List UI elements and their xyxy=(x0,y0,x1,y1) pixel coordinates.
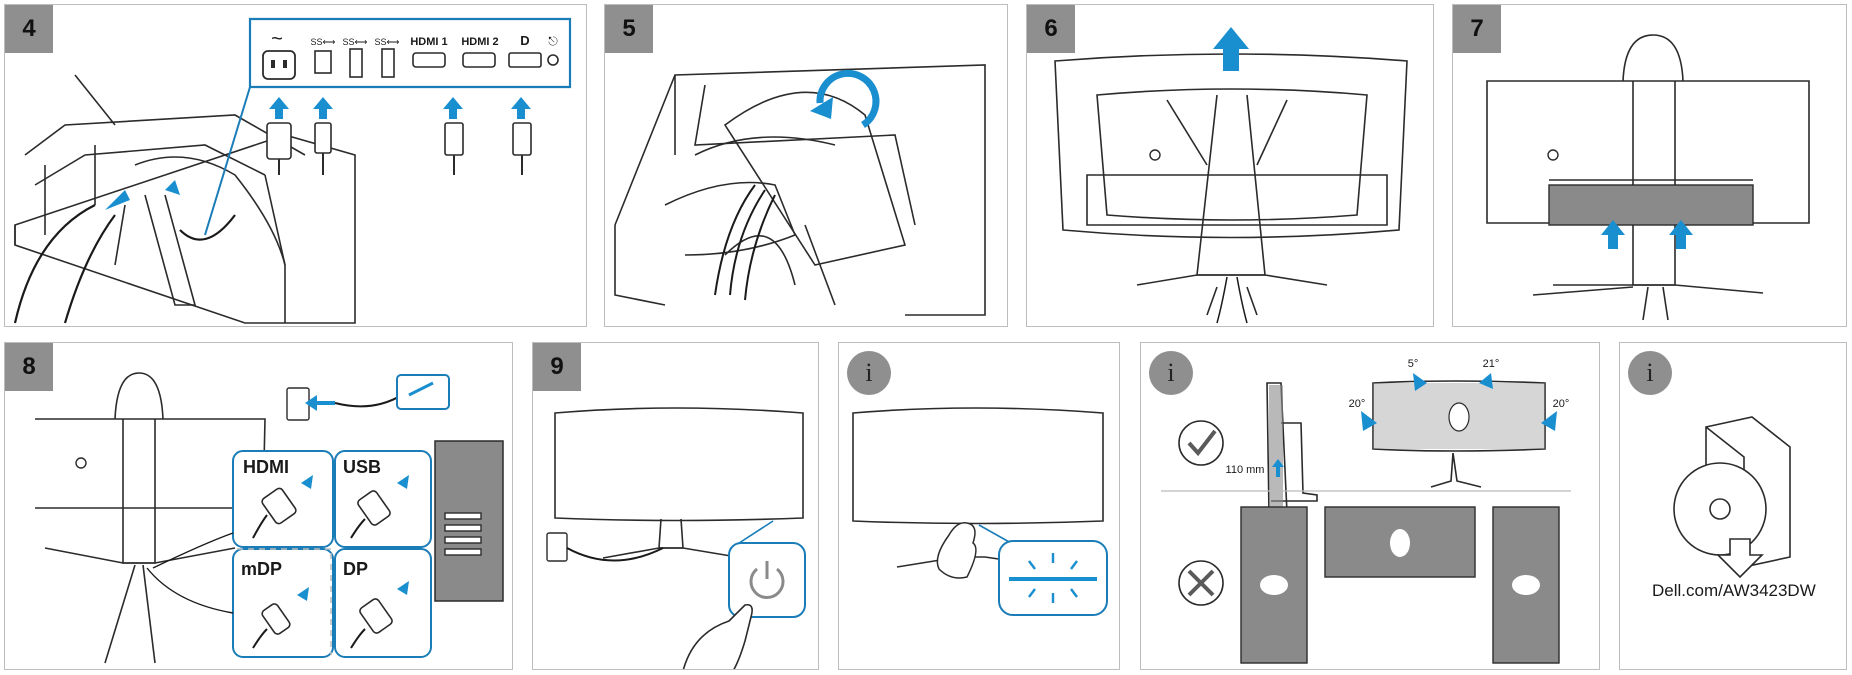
step-number-badge: 7 xyxy=(1453,5,1501,53)
insert-arrows xyxy=(269,97,531,119)
step-5-panel: 5 xyxy=(604,4,1008,327)
svg-text:SS⟷: SS⟷ xyxy=(375,37,400,47)
hdmi1-port-label: HDMI 1 xyxy=(410,36,447,48)
power-button-callout xyxy=(728,542,806,618)
step-number-badge: 8 xyxy=(5,343,53,391)
finger-press-icon xyxy=(682,603,753,669)
swivel-left-label: 20° xyxy=(1349,398,1366,410)
svg-text:SS⟷: SS⟷ xyxy=(311,37,336,47)
adjustment-illustration: 110 mm 5° 21° 20° 20° xyxy=(1161,358,1571,664)
support-url[interactable]: Dell.com/AW3423DW xyxy=(1652,581,1816,601)
step-4-panel: 4 ~ xyxy=(4,4,587,327)
info-adjust-panel: i 110 mm 5° 21° 20° 20° xyxy=(1140,342,1600,670)
dp-connector-label: DP xyxy=(343,559,368,579)
rotate-arrow-icon xyxy=(816,69,880,128)
wall-outlet-icon xyxy=(546,532,568,562)
alienware-logo-icon xyxy=(1547,149,1559,161)
step-9-illustration xyxy=(546,407,806,669)
tilt-down-label: 5° xyxy=(1408,358,1419,370)
alienware-logo-icon xyxy=(1149,149,1161,161)
step-number-badge: 5 xyxy=(605,5,653,53)
dp-callout-box xyxy=(334,548,432,658)
hdmi-port-icon xyxy=(462,52,496,68)
step-9-panel: 9 xyxy=(532,342,819,670)
pc-tower-icon xyxy=(434,440,504,602)
info-icon: i xyxy=(1149,351,1193,395)
step-6-panel: 6 xyxy=(1026,4,1434,327)
pc-power-callout xyxy=(396,374,450,410)
step-4-illustration: ~ SS⟷ SS⟷ SS⟷ HDMI 1 HDMI 2 D ⎋ xyxy=(13,17,572,324)
hdmi-port-icon xyxy=(412,52,446,68)
wall-outlet-icon xyxy=(286,387,310,421)
usb-a-port-icon xyxy=(349,48,363,78)
svg-text:SS⟷: SS⟷ xyxy=(343,37,368,47)
height-adjust-label: 110 mm xyxy=(1226,464,1265,476)
documentation-illustration xyxy=(1673,416,1791,579)
download-arrow-icon xyxy=(1716,538,1764,579)
usb-b-port-icon xyxy=(314,50,332,74)
usb-callout-box xyxy=(334,450,432,548)
check-icon xyxy=(1178,420,1224,466)
hdmi-connector-label: HDMI xyxy=(243,457,289,477)
power-plug-icon xyxy=(266,122,292,160)
step-number-badge: 9 xyxy=(533,343,581,391)
port-callout-frame xyxy=(248,17,572,89)
led-indicator-illustration xyxy=(852,407,1108,616)
usb-a-port-icon xyxy=(381,48,395,78)
svg-text:⎋: ⎋ xyxy=(548,34,558,48)
hand-icon xyxy=(936,522,977,579)
cable-cover-icon xyxy=(1548,184,1754,226)
svg-text:~: ~ xyxy=(271,28,283,50)
step-8-panel: 8 xyxy=(4,342,513,670)
power-port-icon xyxy=(262,50,296,80)
usb-plug-icon xyxy=(314,122,332,154)
hdmi2-port-label: HDMI 2 xyxy=(461,36,498,48)
step-8-illustration: HDMI USB mDP DP xyxy=(35,372,504,664)
mdp-connector-label: mDP xyxy=(241,559,282,579)
svg-text:D: D xyxy=(520,33,529,48)
support-url-prefix: Dell xyxy=(1652,581,1682,600)
cover-up-arrows xyxy=(1601,220,1693,249)
power-icon xyxy=(749,561,785,599)
tilt-up-label: 21° xyxy=(1483,358,1500,370)
displayport-icon xyxy=(508,52,542,68)
dp-plug-icon xyxy=(512,122,532,156)
step-number-badge: 6 xyxy=(1027,5,1075,53)
alienware-logo-icon xyxy=(75,457,87,469)
info-icon: i xyxy=(847,351,891,395)
step-7-panel: 7 xyxy=(1452,4,1847,327)
step-7-illustration xyxy=(1486,34,1810,321)
step-5-illustration xyxy=(614,64,986,316)
swivel-right-label: 20° xyxy=(1553,398,1570,410)
info-led-panel: i xyxy=(838,342,1120,670)
step-number-badge: 4 xyxy=(5,5,53,53)
info-support-panel: i Dell.com/AW3423DW xyxy=(1619,342,1847,670)
audio-out-icon xyxy=(547,54,559,66)
support-url-rest: .com/AW3423DW xyxy=(1681,581,1816,600)
info-icon: i xyxy=(1628,351,1672,395)
lift-arrow-icon xyxy=(1213,27,1249,71)
step-6-illustration xyxy=(1054,27,1408,324)
usb-connector-label: USB xyxy=(343,457,381,477)
alienware-logo-icon xyxy=(1448,402,1470,432)
hdmi-plug-icon xyxy=(444,122,464,156)
